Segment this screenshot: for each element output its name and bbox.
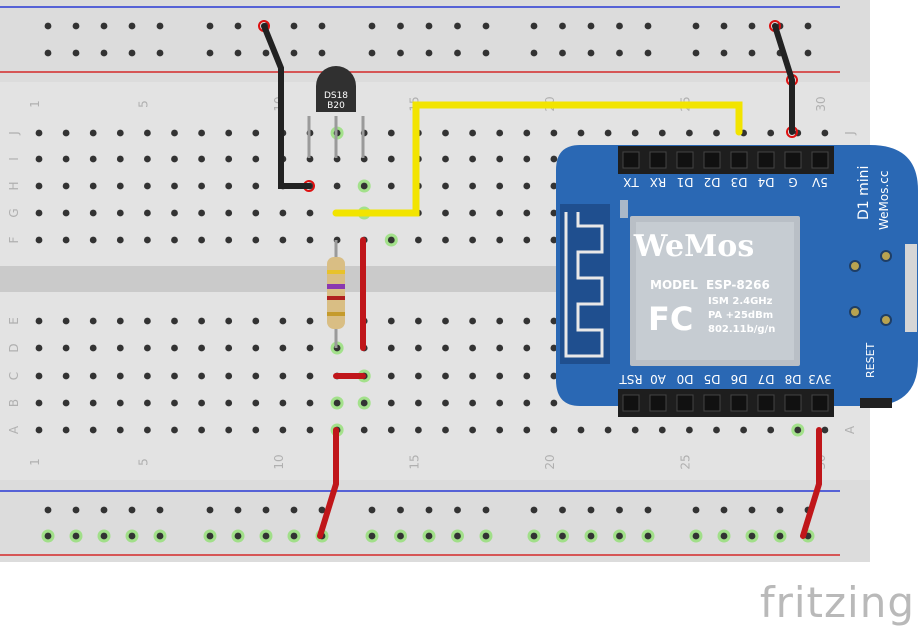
top-pin-label: RX (650, 175, 667, 189)
module-title: D1 mini (856, 166, 872, 220)
row-letter: F (7, 236, 21, 243)
bottom-pin-label: D6 (731, 372, 748, 386)
top-pin-label: D4 (758, 175, 775, 189)
row-letter: C (7, 372, 21, 380)
bottom-pin-label: A0 (650, 372, 666, 386)
module-spec3: 802.11b/g/n (708, 324, 775, 335)
bottom-pin-label: D0 (677, 372, 694, 386)
column-number: 1 (28, 100, 42, 108)
top-pin-label: D3 (731, 175, 748, 189)
module-reset-label: RESET (864, 342, 877, 378)
column-number: 10 (272, 454, 286, 469)
yellow-wire-data (332, 101, 743, 217)
black-wire-module-ground (772, 23, 795, 135)
top-pin-labels: TX RX D1 D2 D3 D4 G 5V (623, 175, 828, 189)
column-number: 20 (543, 454, 557, 469)
sensor-label-line2: B20 (327, 101, 345, 111)
row-letter: I (7, 157, 21, 161)
bottom-pin-labels: RST A0 D0 D5 D6 D7 D8 3V3 (619, 372, 832, 386)
bottom-pin-label: D5 (704, 372, 721, 386)
module-site: WeMos.cc (877, 170, 891, 230)
top-pin-label: G (788, 175, 797, 189)
module-spec1: ISM 2.4GHz (708, 296, 773, 307)
sensor-label-line1: DS18 (324, 91, 348, 101)
column-number: 1 (28, 458, 42, 466)
bottom-pin-label: RST (619, 372, 643, 386)
top-pin-label: D2 (704, 175, 721, 189)
wemos-d1-mini-module: TX RX D1 D2 D3 D4 G 5V RST A0 D0 D5 D6 D7 D8 3V3 WeMos… (556, 145, 918, 417)
row-letter: A (7, 425, 21, 434)
column-number: 5 (136, 100, 150, 108)
module-chip: ESP-8266 (706, 278, 770, 292)
row-letter: D (7, 343, 21, 352)
resistor (327, 240, 345, 348)
breadboard-holes (35, 20, 829, 543)
top-pin-label: 5V (811, 175, 828, 189)
bottom-pin-label: D8 (785, 372, 802, 386)
column-number: 15 (407, 454, 421, 469)
module-brand: WeMos (633, 229, 754, 264)
red-wire-to-rail-left (317, 427, 339, 539)
module-model-label: MODEL (650, 278, 698, 292)
ds18b20-sensor: DS18 B20 (307, 66, 365, 158)
column-number: 25 (678, 454, 692, 469)
wires (261, 23, 822, 539)
fritzing-watermark: fritzing (759, 578, 915, 627)
row-letter: G (7, 208, 21, 217)
row-letter: A (843, 425, 857, 434)
module-spec2: PA +25dBm (708, 310, 773, 321)
top-pin-label: D1 (677, 175, 694, 189)
module-cert: FC (648, 300, 693, 338)
row-letter: E (7, 317, 21, 325)
row-letter: J (843, 131, 857, 136)
bottom-pin-label: D7 (758, 372, 775, 386)
column-number: 30 (814, 96, 828, 111)
row-letter: J (7, 131, 21, 136)
row-letter: H (7, 181, 21, 190)
column-number: 5 (136, 458, 150, 466)
top-pin-label: TX (623, 175, 640, 189)
row-letter: B (7, 399, 21, 407)
black-wire-rail-to-sensor (261, 23, 312, 189)
red-wire-to-rail-right (800, 427, 822, 539)
bottom-pin-label: 3V3 (808, 372, 831, 386)
